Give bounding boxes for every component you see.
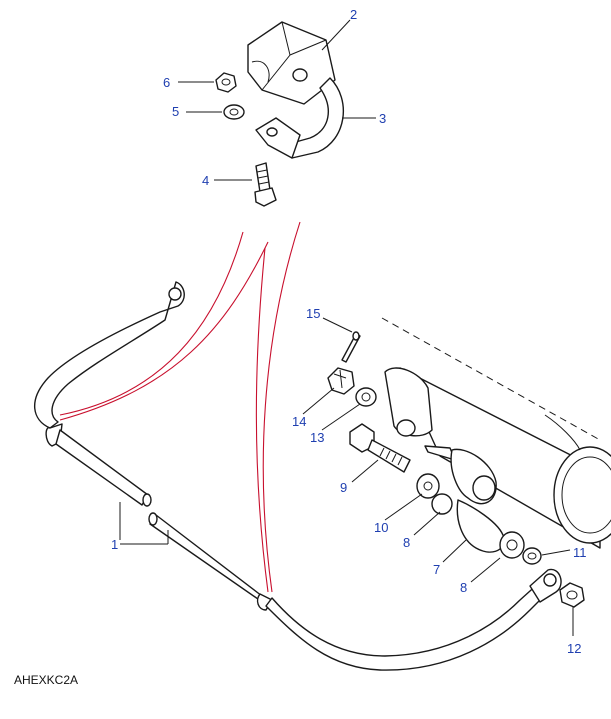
callout-14: 14 [292,414,306,429]
callout-13: 13 [310,430,324,445]
drop-link [424,445,505,553]
callout-7: 7 [433,562,440,577]
callout-12: 12 [567,641,581,656]
callout-8-upper: 8 [403,535,410,550]
nut-12 [559,582,585,608]
callout-4: 4 [202,173,209,188]
callout-11: 11 [573,545,587,560]
washer [223,104,245,120]
callout-5: 5 [172,104,179,119]
callout-9: 9 [340,480,347,495]
leader-lines [119,19,574,636]
link-bolt [349,423,411,473]
washer-11 [522,547,542,565]
anti-roll-bar [33,281,562,671]
callout-2: 2 [350,7,357,22]
axle-housing [381,317,611,549]
bush-8 [499,531,525,559]
callout-labels: 2 6 5 3 4 15 14 13 9 10 8 7 8 11 12 1 [111,7,587,656]
callout-3: 3 [379,111,386,126]
callout-6: 6 [163,75,170,90]
split-pin [341,331,361,363]
nut [215,72,237,93]
washer-13 [355,387,377,407]
callout-1: 1 [111,537,118,552]
callout-10: 10 [374,520,388,535]
callout-8-lower: 8 [460,580,467,595]
rubber-bush [247,21,336,105]
clamp-strap [255,77,344,159]
callout-15: 15 [306,306,320,321]
bush-10 [416,473,440,499]
bolt [254,162,277,207]
mounting-guide-lines [59,221,301,593]
diagram-reference-code: AHEXKC2A [14,673,78,687]
